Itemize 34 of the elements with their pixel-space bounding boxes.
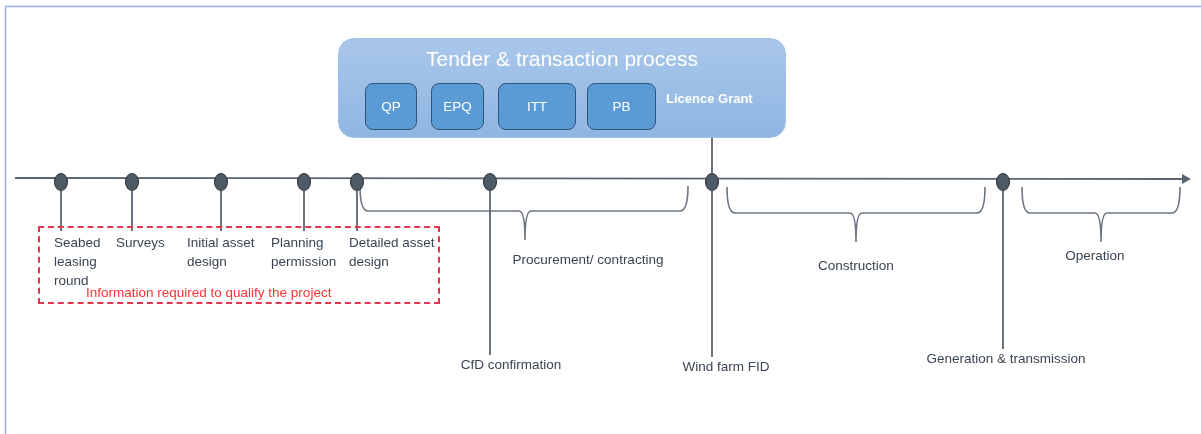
- milestone-dot: [996, 173, 1010, 191]
- milestone-dot: [705, 173, 719, 191]
- step-box: EPQ: [431, 83, 484, 130]
- milestone-label: CfD confirmation: [450, 355, 572, 374]
- leader-line: [1002, 190, 1004, 350]
- leader-line: [489, 190, 491, 356]
- phase-label: Operation: [1064, 247, 1126, 265]
- phase-label: Construction: [817, 257, 895, 275]
- milestone-label: Generation & transmission: [914, 349, 1098, 368]
- leader-line: [303, 190, 305, 232]
- leader-line: [356, 190, 358, 232]
- leader-line: [131, 190, 133, 232]
- step-box: PB: [587, 83, 656, 130]
- step-box: ITT: [498, 83, 576, 130]
- dashed-group-box: [38, 226, 440, 304]
- milestone-label: Wind farm FID: [675, 357, 777, 376]
- milestone-dot: [350, 173, 364, 191]
- leader-line: [220, 190, 222, 232]
- milestone-label: Licence Grant: [666, 90, 768, 107]
- leader-line: [60, 190, 62, 232]
- milestone-label: Surveys: [116, 233, 172, 253]
- process-panel: [338, 38, 786, 138]
- milestone-label: Detailed asset design: [349, 233, 441, 273]
- phase-label: Procurement/ contracting: [511, 251, 665, 269]
- leader-line: [711, 190, 713, 358]
- group-caption: Information required to qualify the project: [86, 285, 332, 301]
- milestone-dot: [297, 173, 311, 191]
- milestone-dot: [483, 173, 497, 191]
- milestone-dot: [125, 173, 139, 191]
- milestone-dot: [54, 173, 68, 191]
- milestone-dot: [214, 173, 228, 191]
- panel-title: Tender & transaction process: [425, 46, 699, 72]
- milestone-label: Initial asset design: [187, 233, 269, 273]
- step-box: QP: [365, 83, 417, 130]
